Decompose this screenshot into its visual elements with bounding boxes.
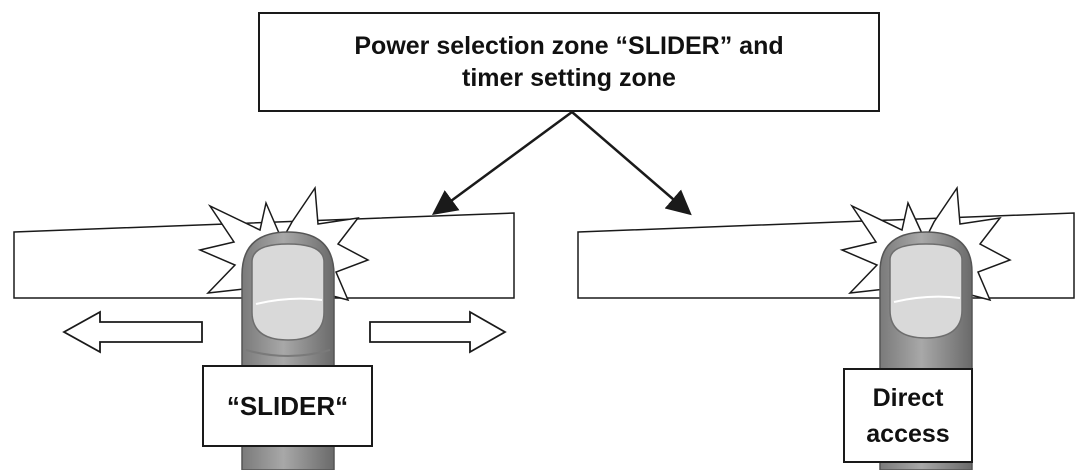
direct-access-line2: access — [866, 419, 950, 448]
direct-access-line1: Direct — [872, 383, 944, 412]
zone-title-box: Power selection zone “SLIDER” and timer … — [258, 12, 880, 112]
zone-title-line1: Power selection zone “SLIDER” and — [354, 32, 784, 60]
slide-right-arrow-icon — [369, 310, 507, 354]
pointer-arrow-right — [571, 111, 692, 216]
slider-label-box: “SLIDER“ — [202, 365, 373, 447]
slider-label: “SLIDER“ — [226, 390, 349, 421]
zone-title-line2: timer setting zone — [462, 64, 676, 92]
direct-access-label-box: Direct access — [843, 368, 973, 463]
slide-left-arrow-icon — [62, 310, 203, 354]
pointer-arrow-left — [431, 110, 573, 215]
